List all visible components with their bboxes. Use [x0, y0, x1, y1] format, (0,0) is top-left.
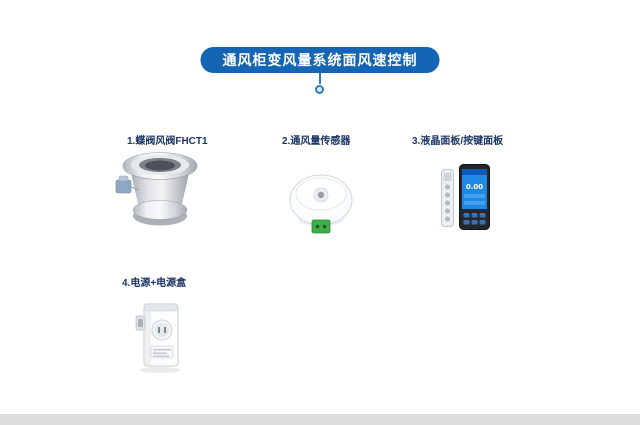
connector-line	[319, 73, 321, 84]
item-1-label: 1.蝶阀风阀FHCT1	[127, 136, 208, 147]
power-box-image	[135, 303, 180, 373]
title-banner: 通风柜变风量系统面风速控制	[200, 47, 440, 73]
footer-strip	[0, 414, 640, 425]
item-3-label: 3.液晶面板/按键面板	[412, 136, 504, 147]
sensor-image	[289, 174, 353, 234]
lcd-panel-image: 0.00	[459, 164, 490, 230]
keypad-panel-image	[441, 169, 454, 227]
connector-dot-icon	[315, 85, 324, 94]
lcd-screen-value: 0.00	[466, 183, 483, 191]
item-4-label: 4.电源+电源盒	[122, 278, 187, 289]
item-2-label: 2.通风量传感器	[282, 136, 351, 147]
page-title: 通风柜变风量系统面风速控制	[222, 52, 418, 68]
valve-image	[115, 152, 198, 226]
